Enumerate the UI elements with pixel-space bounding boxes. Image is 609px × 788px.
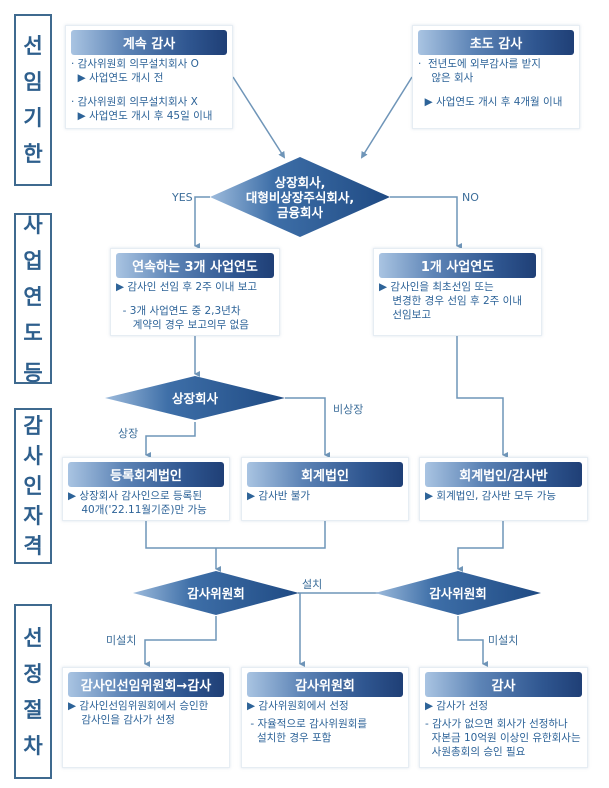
box-header: 회계법인 bbox=[247, 462, 403, 487]
side-char: 임 bbox=[23, 70, 43, 94]
box-header: 등록회계법인 bbox=[68, 462, 224, 487]
box-body: · 감사위원회 의무설치회사 O ▶ 사업연도 개시 전 · 감사위원회 의무설… bbox=[71, 55, 227, 123]
side-char: 자 bbox=[23, 504, 43, 528]
box-line: · 감사위원회 의무설치회사 X bbox=[71, 96, 198, 108]
decision-company-type: 상장회사, 대형비상장주식회사, 금융회사 bbox=[210, 157, 390, 237]
side-char: 인 bbox=[23, 474, 43, 498]
box-line: 감사인을 감사가 선정 bbox=[68, 714, 175, 726]
box-header: 감사 bbox=[425, 672, 582, 697]
decision-line: 감사위원회 bbox=[429, 585, 487, 601]
side-char: 업 bbox=[23, 248, 43, 273]
side-char: 절 bbox=[23, 697, 43, 722]
diamond-shape bbox=[133, 571, 299, 615]
edge-label-not-installed-right: 미설치 bbox=[488, 634, 519, 647]
edge-label-installed: 설치 bbox=[302, 578, 323, 591]
one-year-box: 1개 사업연도 ▶ 감사인을 최초선임 또는 변경한 경우 선임 후 2주 이내… bbox=[373, 248, 542, 336]
box-line: · 감사위원회 의무설치회사 O bbox=[71, 58, 199, 70]
box-line: ▶ 감사위원회에서 선정 bbox=[247, 700, 349, 712]
box-line: ▶ 감사인선임위원회에서 승인한 bbox=[68, 700, 209, 712]
side-char: 등 bbox=[23, 360, 43, 385]
box-line: ▶ 감사인을 최초선임 또는 bbox=[379, 281, 494, 293]
box-header: 감사인선임위원회→감사 bbox=[68, 672, 224, 697]
box-header: 초도 감사 bbox=[418, 30, 574, 55]
box-body: ▶ 감사가 선정 - 감사가 없으면 회사가 선정하나 자본금 10억원 이상인… bbox=[425, 697, 582, 759]
box-line: ▶ 회계법인, 감사반 모두 가능 bbox=[425, 490, 557, 502]
box-line: 40개('22.11월기준)만 가능 bbox=[68, 504, 207, 516]
edge-label-yes: YES bbox=[172, 191, 193, 204]
edge-label-no: NO bbox=[462, 191, 479, 204]
auditor-box: 감사 ▶ 감사가 선정 - 감사가 없으면 회사가 선정하나 자본금 10억원 … bbox=[419, 667, 588, 768]
side-label-appointment-deadline: 선 임 기 한 bbox=[14, 14, 52, 186]
box-line: 자본금 10억원 이상인 유한회사는 bbox=[425, 732, 581, 744]
box-body: · 전년도에 외부감사를 받지 않은 회사 ▶ 사업연도 개시 후 4개월 이내 bbox=[418, 55, 574, 109]
box-line: 설치한 경우 포함 bbox=[247, 732, 332, 744]
box-body: ▶ 상장회사 감사인으로 등록된 40개('22.11월기준)만 가능 bbox=[68, 487, 224, 517]
decision-listed: 상장회사 bbox=[105, 376, 285, 420]
box-line: 않은 회사 bbox=[418, 72, 474, 84]
side-char: 연 bbox=[23, 284, 43, 309]
box-header: 감사위원회 bbox=[247, 672, 403, 697]
box-line: ▶ 감사인 선임 후 2주 이내 보고 bbox=[116, 281, 258, 293]
box-header: 1개 사업연도 bbox=[379, 253, 536, 278]
accounting-firm-box: 회계법인 ▶ 감사반 불가 bbox=[241, 457, 409, 521]
side-char: 정 bbox=[23, 661, 43, 686]
diamond-shape bbox=[105, 376, 285, 420]
side-char: 사 bbox=[23, 444, 43, 468]
decision-line: 상장회사, bbox=[274, 174, 326, 190]
diamond-shape bbox=[375, 571, 541, 615]
registered-firm-box: 등록회계법인 ▶ 상장회사 감사인으로 등록된 40개('22.11월기준)만 … bbox=[62, 457, 230, 521]
selection-committee-box: 감사인선임위원회→감사 ▶ 감사인선임위원회에서 승인한 감사인을 감사가 선정 bbox=[62, 667, 230, 768]
box-line: 사원총회의 승인 필요 bbox=[425, 746, 526, 758]
box-line: ▶ 사업연도 개시 전 bbox=[71, 72, 164, 84]
side-char: 차 bbox=[23, 733, 43, 758]
box-line: ▶ 상장회사 감사인으로 등록된 bbox=[68, 490, 203, 502]
decision-line: 대형비상장주식회사, bbox=[245, 189, 355, 205]
side-char: 감 bbox=[23, 414, 43, 438]
side-char: 기 bbox=[23, 106, 43, 130]
box-body: ▶ 감사위원회에서 선정 - 자율적으로 감사위원회를 설치한 경우 포함 bbox=[247, 697, 403, 745]
decision-line: 상장회사 bbox=[171, 390, 218, 406]
box-line: - 3개 사업연도 중 2,3년차 bbox=[116, 305, 241, 317]
initial-audit-box: 초도 감사 · 전년도에 외부감사를 받지 않은 회사 ▶ 사업연도 개시 후 … bbox=[412, 25, 580, 129]
box-body: ▶ 감사인 선임 후 2주 이내 보고 - 3개 사업연도 중 2,3년차 계약… bbox=[116, 278, 274, 332]
box-line: ▶ 감사가 선정 bbox=[425, 700, 489, 712]
decision-committee-left: 감사위원회 bbox=[133, 571, 299, 615]
side-label-fiscal-year: 사 업 연 도 등 bbox=[14, 213, 52, 385]
edge-label-listed: 상장 bbox=[118, 427, 139, 440]
box-body: ▶ 감사인을 최초선임 또는 변경한 경우 선임 후 2주 이내 선임보고 bbox=[379, 278, 536, 322]
firm-or-team-box: 회계법인/감사반 ▶ 회계법인, 감사반 모두 가능 bbox=[419, 457, 588, 521]
side-char: 선 bbox=[23, 625, 43, 650]
side-label-auditor-qualification: 감 사 인 자 격 bbox=[14, 408, 52, 564]
box-line: · 전년도에 외부감사를 받지 bbox=[418, 58, 541, 70]
edge-label-unlisted: 비상장 bbox=[333, 403, 364, 416]
box-line: ▶ 사업연도 개시 후 45일 이내 bbox=[71, 110, 213, 122]
box-header: 연속하는 3개 사업연도 bbox=[116, 253, 274, 278]
box-line: 선임보고 bbox=[379, 309, 431, 321]
three-years-box: 연속하는 3개 사업연도 ▶ 감사인 선임 후 2주 이내 보고 - 3개 사업… bbox=[110, 248, 280, 336]
box-line: ▶ 사업연도 개시 후 4개월 이내 bbox=[418, 96, 563, 108]
side-label-selection-procedure: 선 정 절 차 bbox=[14, 604, 52, 779]
decision-line: 감사위원회 bbox=[187, 585, 245, 601]
box-body: ▶ 감사반 불가 bbox=[247, 487, 403, 503]
decision-line: 금융회사 bbox=[276, 204, 323, 220]
continuing-audit-box: 계속 감사 · 감사위원회 의무설치회사 O ▶ 사업연도 개시 전 · 감사위… bbox=[65, 25, 233, 129]
box-body: ▶ 감사인선임위원회에서 승인한 감사인을 감사가 선정 bbox=[68, 697, 224, 727]
box-line: 계약의 경우 보고의무 없음 bbox=[116, 319, 249, 331]
side-char: 선 bbox=[23, 34, 43, 58]
box-header: 회계법인/감사반 bbox=[425, 462, 582, 487]
box-line: - 자율적으로 감사위원회를 bbox=[247, 718, 368, 730]
box-line: ▶ 감사반 불가 bbox=[247, 490, 311, 502]
side-char: 격 bbox=[23, 534, 43, 558]
diamond-shape bbox=[210, 157, 390, 237]
audit-committee-box: 감사위원회 ▶ 감사위원회에서 선정 - 자율적으로 감사위원회를 설치한 경우… bbox=[241, 667, 409, 768]
edge-label-not-installed-left: 미설치 bbox=[106, 634, 137, 647]
box-header: 계속 감사 bbox=[71, 30, 227, 55]
side-char: 사 bbox=[23, 212, 43, 237]
side-char: 한 bbox=[23, 142, 43, 166]
box-body: ▶ 회계법인, 감사반 모두 가능 bbox=[425, 487, 582, 503]
box-line: 변경한 경우 선임 후 2주 이내 bbox=[379, 295, 522, 307]
side-char: 도 bbox=[23, 320, 43, 345]
box-line: - 감사가 없으면 회사가 선정하나 bbox=[425, 718, 568, 730]
decision-committee-right: 감사위원회 bbox=[375, 571, 541, 615]
